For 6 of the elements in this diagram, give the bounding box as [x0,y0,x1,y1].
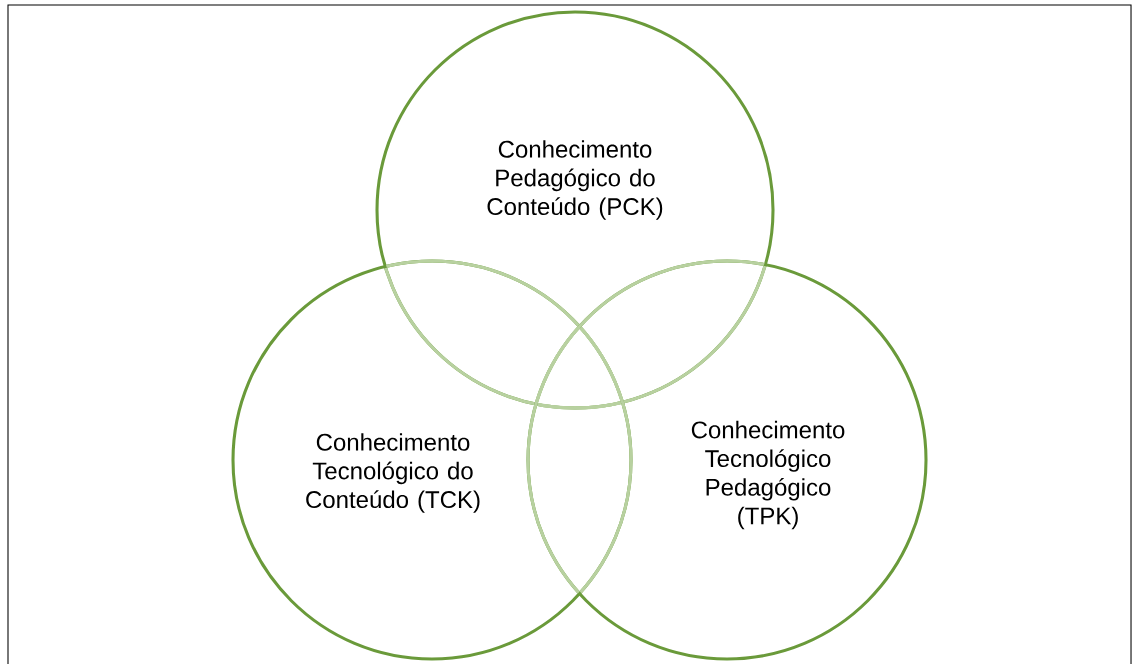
circle-label: Conhecimento Pedagógico do Conteúdo (PCK) [487,140,663,220]
venn-circle [375,10,775,410]
venn-circle [526,259,928,661]
venn-circle [231,259,633,661]
circle-label: Conhecimento Tecnológico Pedagógico (TPK) [691,420,845,530]
circle-label: Conhecimento Tecnológico do Conteúdo (TCK) [306,433,480,513]
